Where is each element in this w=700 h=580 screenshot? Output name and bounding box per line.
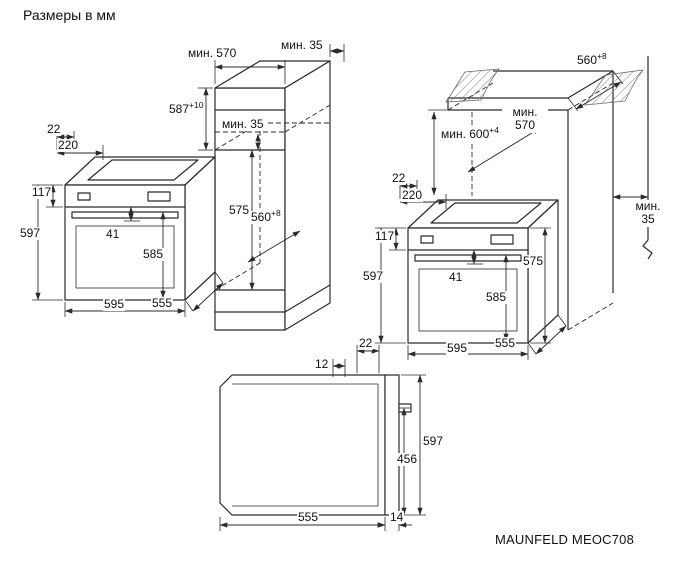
dim-label-section-456: 456	[396, 452, 419, 467]
countertop-break-hatch-right	[584, 69, 644, 106]
dim-label-counter-560: 560+8	[576, 51, 608, 68]
oven-left-front-face	[64, 184, 186, 301]
oven-left-handle	[71, 211, 179, 219]
dim-label-cabinet-587: 587+10	[168, 100, 205, 117]
dim-label-cabinet-560: 560+8	[250, 208, 282, 225]
tall-cabinet-dimension-lines	[198, 44, 345, 291]
dim-label-counter-575: 575	[522, 254, 545, 269]
oven-right-control	[420, 235, 434, 244]
oven-right-top-vent	[430, 202, 542, 224]
dim-label-oven-right-597: 597	[362, 269, 385, 284]
oven-right-handle	[414, 254, 522, 262]
dim-label-cabinet-587-tol: +10	[189, 100, 204, 110]
section-body	[219, 374, 386, 516]
oven-left-display	[147, 191, 171, 202]
oven-right-door-glass	[418, 268, 518, 332]
dim-label-oven-left-22: 22	[46, 122, 62, 137]
dim-label-oven-right-117: 117	[374, 229, 396, 244]
dim-label-counter-560-base: 560	[577, 53, 598, 67]
countertop-break-hatch-left	[445, 68, 500, 103]
oven-right-display	[490, 234, 514, 245]
oven-right-front-face	[407, 227, 529, 344]
dim-label-cabinet-min35-top: мин. 35	[280, 38, 324, 53]
dim-label-oven-left-595: 595	[103, 297, 126, 312]
oven-left-door-glass	[75, 225, 175, 289]
dim-label-oven-right-585: 585	[485, 290, 508, 305]
section-door	[384, 374, 400, 516]
oven-right-dimension-lines	[375, 180, 567, 360]
wall-line	[642, 56, 653, 260]
dim-label-cabinet-560-tol: +8	[271, 208, 281, 218]
dim-label-cabinet-min35-shelf: мин. 35	[221, 117, 265, 132]
side-section-drawing	[219, 374, 412, 516]
dim-label-oven-right-220: 220	[401, 188, 424, 203]
dim-label-counter-min600: мин. 600+4	[440, 125, 500, 142]
oven-left-top-vent	[87, 159, 199, 181]
dim-label-counter-min35: мин. 35	[626, 199, 670, 227]
dim-label-section-14: 14	[389, 510, 405, 525]
dim-label-oven-right-41: 41	[448, 270, 464, 285]
page-title: Размеры в мм	[23, 7, 116, 23]
dim-label-oven-left-220: 220	[57, 138, 80, 153]
dim-label-cabinet-560-base: 560	[251, 210, 272, 224]
under-counter-dimension-lines	[428, 70, 649, 344]
dim-label-section-12: 12	[314, 357, 330, 372]
dim-label-oven-left-41: 41	[105, 227, 121, 242]
dim-label-section-22: 22	[358, 336, 374, 351]
dim-label-counter-min600-base: мин. 600	[441, 127, 490, 141]
dim-label-oven-left-597: 597	[19, 226, 42, 241]
oven-left-drawing	[64, 156, 216, 301]
dim-label-cabinet-575: 575	[228, 203, 251, 218]
dim-label-oven-right-555: 555	[494, 336, 517, 351]
dim-label-counter-min600-tol: +4	[489, 125, 499, 135]
dim-label-oven-left-555: 555	[151, 296, 174, 311]
dim-label-counter-560-tol: +8	[597, 51, 607, 61]
dim-label-oven-right-595: 595	[446, 341, 469, 356]
dim-label-oven-left-117: 117	[31, 185, 53, 200]
dim-label-section-555: 555	[297, 510, 320, 525]
model-name: MAUNFELD MEOC708	[495, 532, 635, 547]
dim-label-section-597: 597	[422, 434, 445, 449]
tall-cabinet-drawing	[214, 60, 331, 331]
dim-label-cabinet-587-base: 587	[169, 102, 190, 116]
dim-label-oven-right-22: 22	[391, 171, 407, 186]
oven-left-control	[77, 192, 91, 201]
dim-label-cabinet-min570: мин. 570	[187, 46, 238, 61]
dim-label-counter-min570: мин. 570	[502, 105, 548, 133]
oven-right-drawing	[407, 199, 559, 344]
dim-label-oven-left-585: 585	[142, 247, 165, 262]
